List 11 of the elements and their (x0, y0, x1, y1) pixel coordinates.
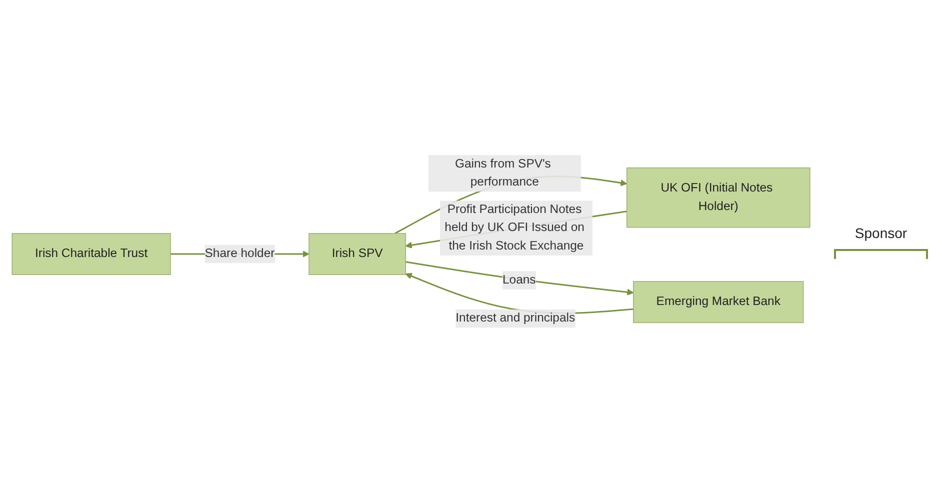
edge-label: Profit Participation Notes held by UK OFI Issued on the Irish Stock Exchange (444, 203, 584, 253)
edge-label: Share holder (204, 247, 275, 260)
node-box: Irish SPV (308, 233, 406, 276)
node-box: Irish Charitable Trust (12, 233, 171, 276)
arrow (406, 261, 634, 296)
edge-label: Loans (502, 274, 536, 286)
edge-label: Interest and principals (456, 312, 576, 325)
node-box: UK OFI (Initial Notes Holder) (626, 168, 810, 228)
node-box: Emerging Market Bank (633, 281, 804, 324)
note-label: Sponsor (854, 224, 908, 240)
edge-label: Gains from SPV's performance (454, 158, 551, 189)
